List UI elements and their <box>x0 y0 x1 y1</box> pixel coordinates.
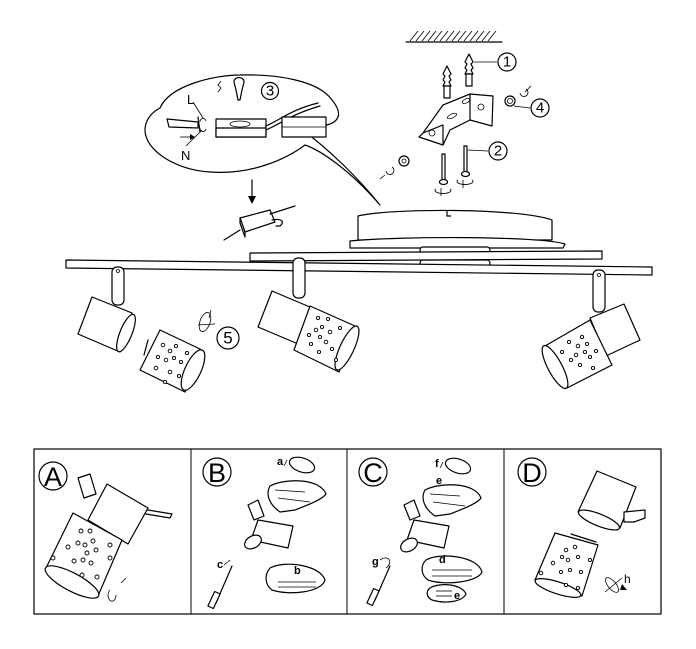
perforation-holes <box>559 334 599 371</box>
panel-b: B a c b <box>202 456 327 610</box>
mounting-bracket <box>418 93 494 146</box>
panel-a: A <box>38 461 173 602</box>
step-panels <box>33 448 662 615</box>
label-c: c <box>217 559 223 571</box>
panel-b-letter: B <box>208 458 226 488</box>
spotlight-3 <box>541 269 641 390</box>
label-f: f <box>435 458 439 470</box>
perforation-holes <box>306 315 343 363</box>
live-wire-label: L <box>187 92 194 107</box>
spotlight-1 <box>77 266 136 353</box>
wall-plug-icon <box>442 65 452 99</box>
callout-3: 3 <box>260 81 280 101</box>
callout-2: 2 <box>488 141 508 161</box>
perforation-holes <box>50 528 113 580</box>
callout-5: 5 <box>216 326 240 350</box>
panel-c-letter: C <box>363 458 383 488</box>
perforation-holes <box>538 544 593 591</box>
callout-1-number: 1 <box>503 54 511 71</box>
arrow-down-icon <box>248 196 256 204</box>
terminal-connector <box>223 205 296 241</box>
perforation-holes <box>153 342 190 385</box>
rotate-arrow-icon <box>197 309 216 332</box>
spotlight-2 <box>257 257 360 373</box>
label-a: a <box>277 456 284 468</box>
neutral-wire-label: N <box>181 148 190 163</box>
panel-d: D h <box>517 457 646 598</box>
spotlight-shade-loose <box>139 329 206 393</box>
panel-c: C f e g d e <box>358 457 483 607</box>
callout-4-number: 4 <box>536 100 544 117</box>
nut-icon <box>379 155 410 180</box>
ceiling-hatch <box>405 30 503 43</box>
label-d: d <box>439 554 446 566</box>
callout-2-number: 2 <box>494 143 502 160</box>
main-light-bar <box>65 259 653 276</box>
wall-plug-icon <box>464 53 474 87</box>
screw-icon <box>456 145 474 188</box>
label-e: e <box>436 475 442 487</box>
screw-icon <box>434 153 452 196</box>
label-g: g <box>372 556 379 568</box>
upper-light-bar <box>249 250 603 262</box>
detail-bubble-wiring: L N 3 <box>144 74 381 206</box>
callout-1: 1 <box>497 52 517 72</box>
label-b: b <box>294 565 301 577</box>
cap-nut-icon <box>504 85 532 107</box>
callout-4: 4 <box>530 98 550 118</box>
label-h: h <box>624 572 631 586</box>
label-e-2: e <box>454 590 460 602</box>
panel-d-letter: D <box>522 458 542 488</box>
panel-a-letter: A <box>44 462 62 492</box>
callout-3-number: 3 <box>266 83 274 100</box>
callout-5-number: 5 <box>223 329 232 348</box>
